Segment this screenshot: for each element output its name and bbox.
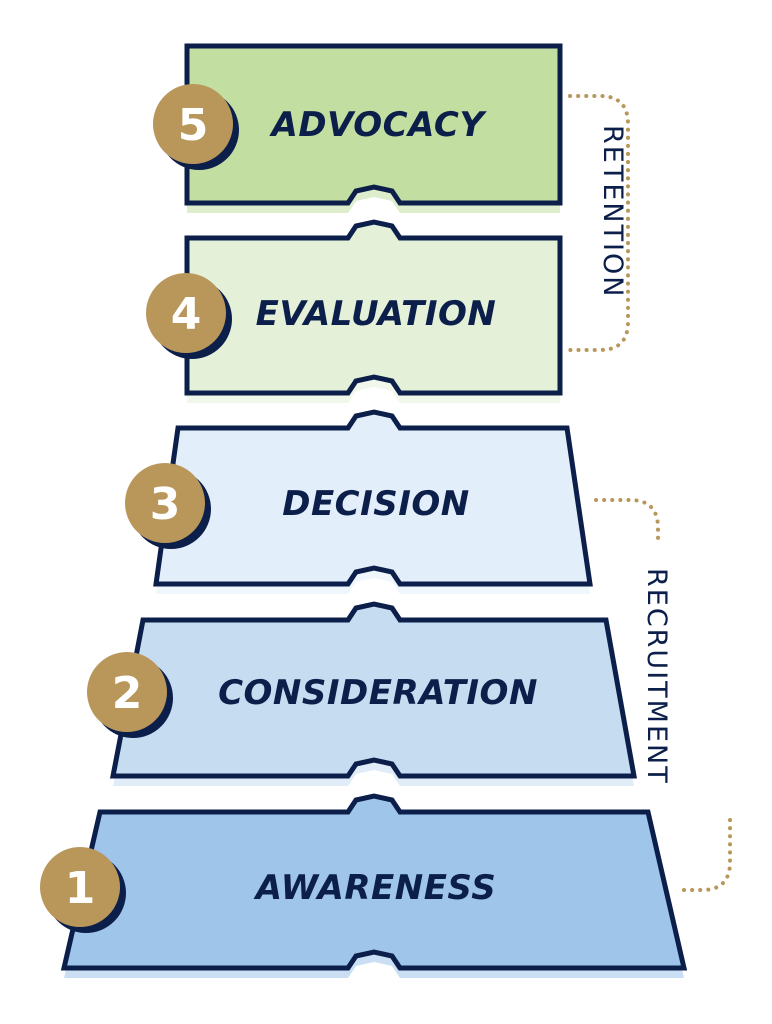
stage-label-decision: DECISION	[282, 484, 470, 524]
stage-label-consideration: CONSIDERATION	[218, 673, 538, 713]
stage-label-evaluation: EVALUATION	[256, 294, 497, 334]
stage-shapes	[60, 43, 688, 978]
stage-badge-1	[40, 847, 120, 927]
stage-badge-4	[146, 273, 226, 353]
recruitment-bracket	[594, 498, 660, 547]
stage-number-2: 2	[112, 668, 143, 719]
stage-label-awareness: AWARENESS	[253, 868, 496, 908]
stage-number-5: 5	[178, 100, 209, 151]
stage-block-consideration	[109, 601, 637, 779]
retention-label: RETENTION	[597, 125, 628, 298]
stage-badge-5	[153, 84, 233, 164]
stage-block-awareness	[60, 793, 688, 971]
retention-bracket	[568, 94, 630, 352]
stage-block-evaluation	[184, 219, 563, 396]
stage-block-decision	[153, 409, 593, 587]
stage-labels: 5 ADVOCACY 4 EVALUATION 3 DECISION 2 CONSIDERAT…	[40, 84, 538, 933]
stage-badge-3	[125, 463, 205, 543]
stage-label-advocacy: ADVOCACY	[269, 105, 488, 145]
stage-badge-2	[87, 652, 167, 732]
recruitment-bracket-lower	[678, 818, 732, 892]
stage-number-1: 1	[65, 863, 96, 914]
stage-number-3: 3	[150, 479, 181, 530]
stage-number-4: 4	[171, 289, 202, 340]
recruitment-label: RECRUITMENT	[641, 568, 672, 785]
stage-block-advocacy	[184, 43, 563, 206]
group-brackets: RETENTION RECRUITMENT	[568, 94, 732, 892]
